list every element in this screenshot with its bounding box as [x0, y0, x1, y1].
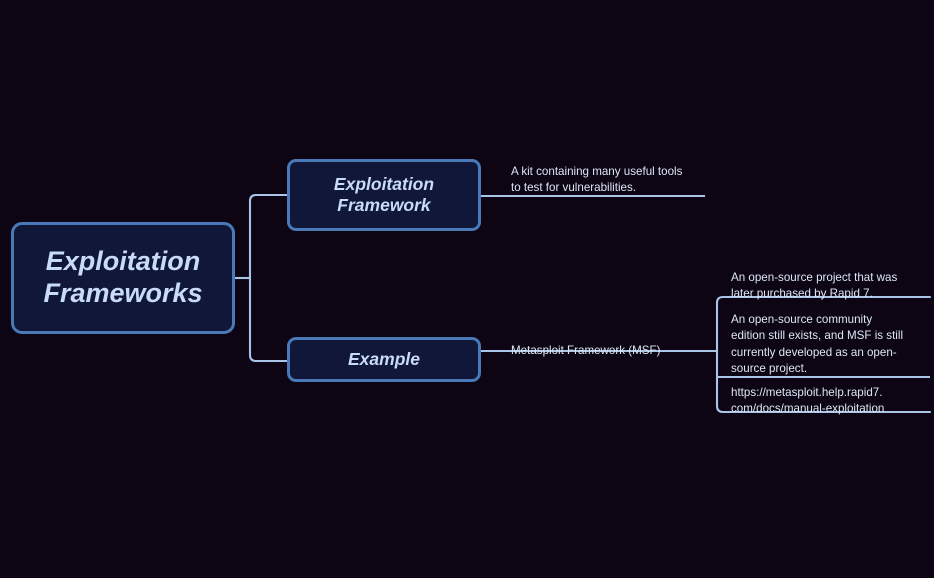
mindmap-root-node[interactable]: Exploitation Frameworks [11, 222, 235, 334]
mindmap-node-example[interactable]: Example [287, 337, 481, 382]
mindmap-node-exploitation-framework[interactable]: Exploitation Framework [287, 159, 481, 231]
connector-left-bracket [248, 193, 266, 363]
connector-right-bracket [715, 295, 932, 414]
annotation-documentation-url[interactable]: https://metasploit.help.rapid7. com/docs… [731, 386, 885, 416]
annotation-rapid7-history: An open-source project that was later pu… [731, 271, 898, 301]
annotation-community-edition: An open-source community edition still e… [731, 313, 904, 376]
annotation-metasploit-label: Metasploit Framework (MSF) [511, 344, 661, 357]
annotation-framework-definition: A kit containing many useful tools to te… [511, 165, 683, 195]
